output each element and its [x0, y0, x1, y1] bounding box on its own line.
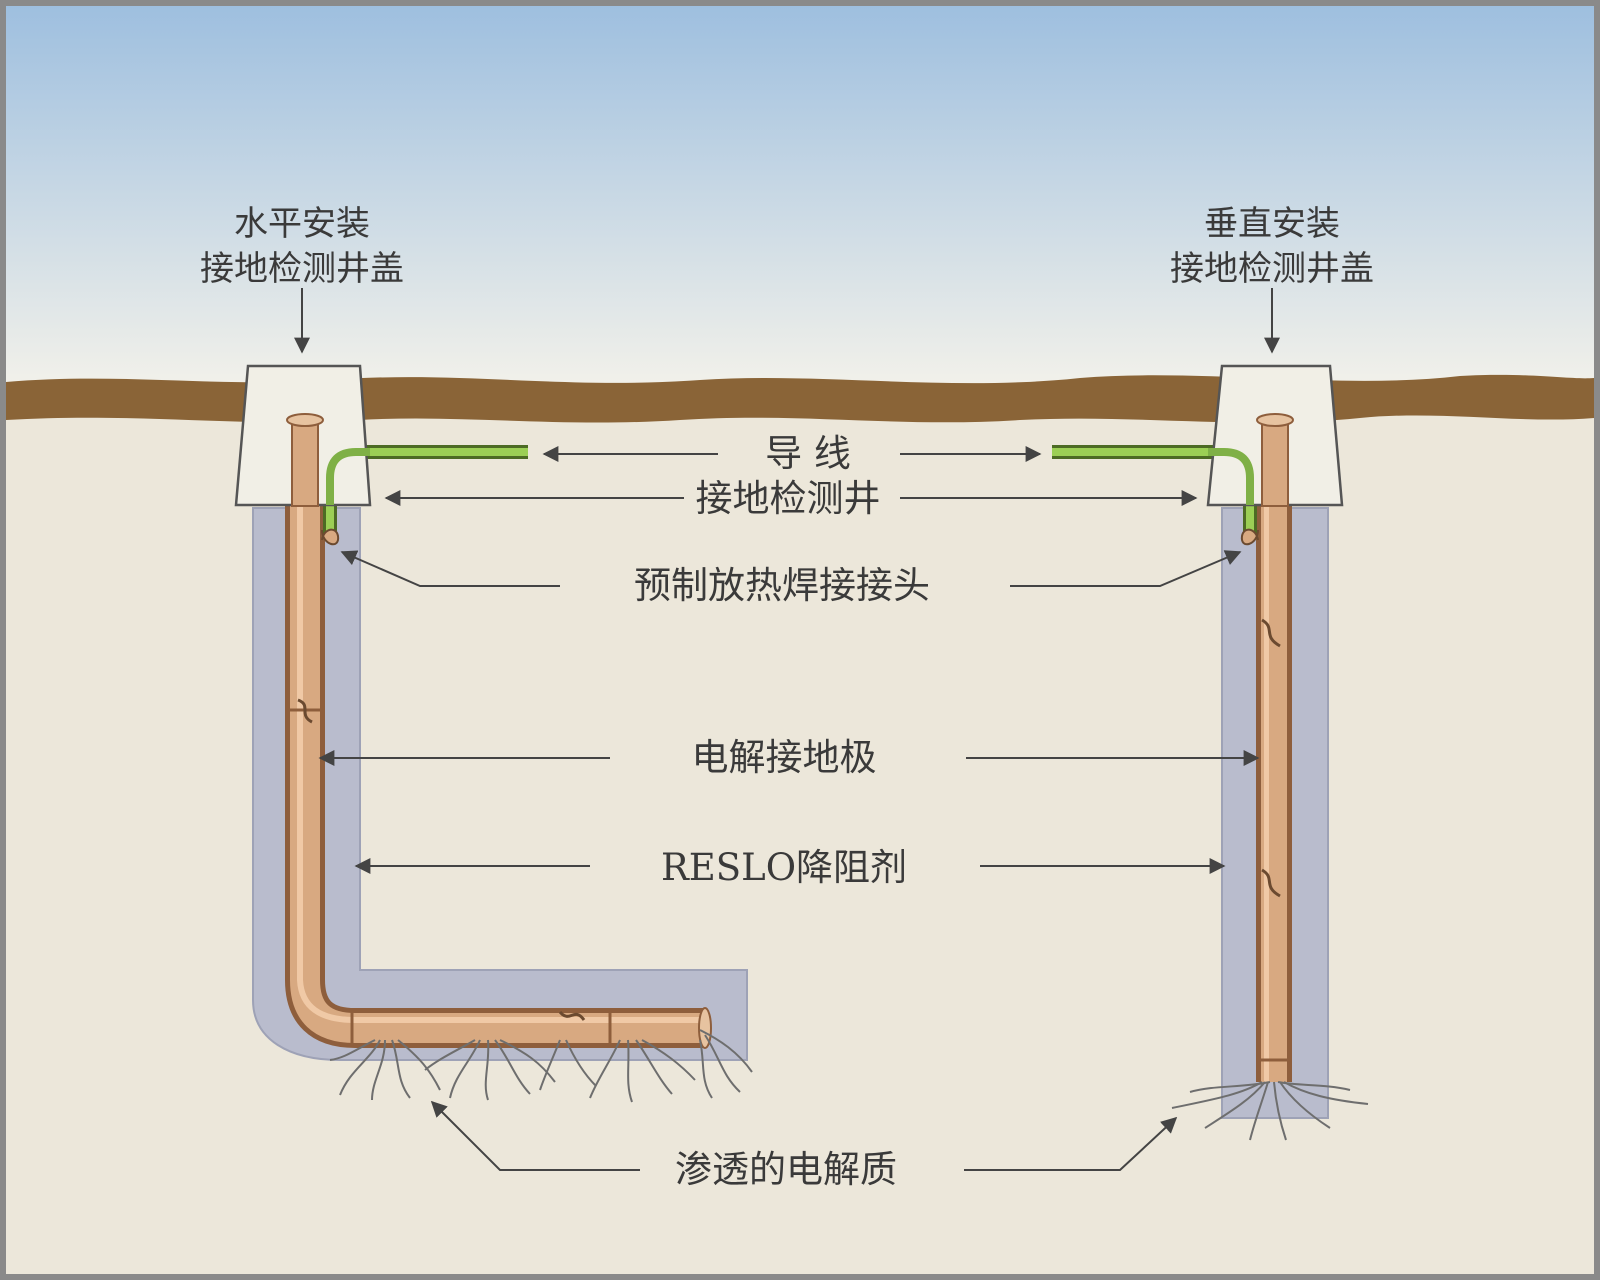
right-electrode-in-well	[1261, 417, 1289, 507]
joint-leader-left	[340, 550, 560, 587]
right-electrode-vent	[1261, 868, 1281, 898]
inspection-well-label: 接地检测井	[696, 477, 881, 520]
left-electrode-vent	[297, 698, 313, 724]
electrode-label: 电解接地极	[692, 736, 877, 779]
electrolyte-label: 渗透的电解质	[675, 1148, 897, 1191]
right-cover-label-line2: 接地检测井盖	[1170, 249, 1374, 289]
wire-label: 导 线	[765, 432, 851, 475]
left-wire-in-well	[326, 448, 370, 505]
right-wire-in-well	[1208, 448, 1254, 505]
left-cover-label-line1: 水平安装	[234, 204, 370, 244]
right-electrode-cap	[1256, 413, 1294, 427]
electrolyte-leader-left	[430, 1100, 640, 1171]
left-cover-label-line2: 接地检测井盖	[200, 249, 404, 289]
joint-leader-right	[1010, 550, 1242, 587]
right-weld-joint	[1240, 528, 1259, 546]
left-electrode-vent	[558, 1010, 586, 1021]
left-electrode-in-well	[291, 417, 319, 507]
right-electrode-highlight	[1264, 422, 1269, 1082]
left-weld-joint	[321, 528, 340, 546]
soil-surface-layer	[6, 374, 1594, 423]
electrolyte-leader-right	[964, 1116, 1178, 1171]
left-electrolyte-roots	[329, 1029, 753, 1103]
filler-label: RESLO降阻剂	[661, 846, 907, 889]
right-electrolyte-roots	[1171, 1081, 1369, 1141]
sky	[6, 6, 1594, 386]
right-cover-label-line1: 垂直安装	[1204, 204, 1340, 244]
right-electrode-vent	[1261, 618, 1281, 648]
left-electrode-cap	[286, 413, 324, 427]
weld-joint-label: 预制放热焊接接头	[634, 564, 930, 607]
